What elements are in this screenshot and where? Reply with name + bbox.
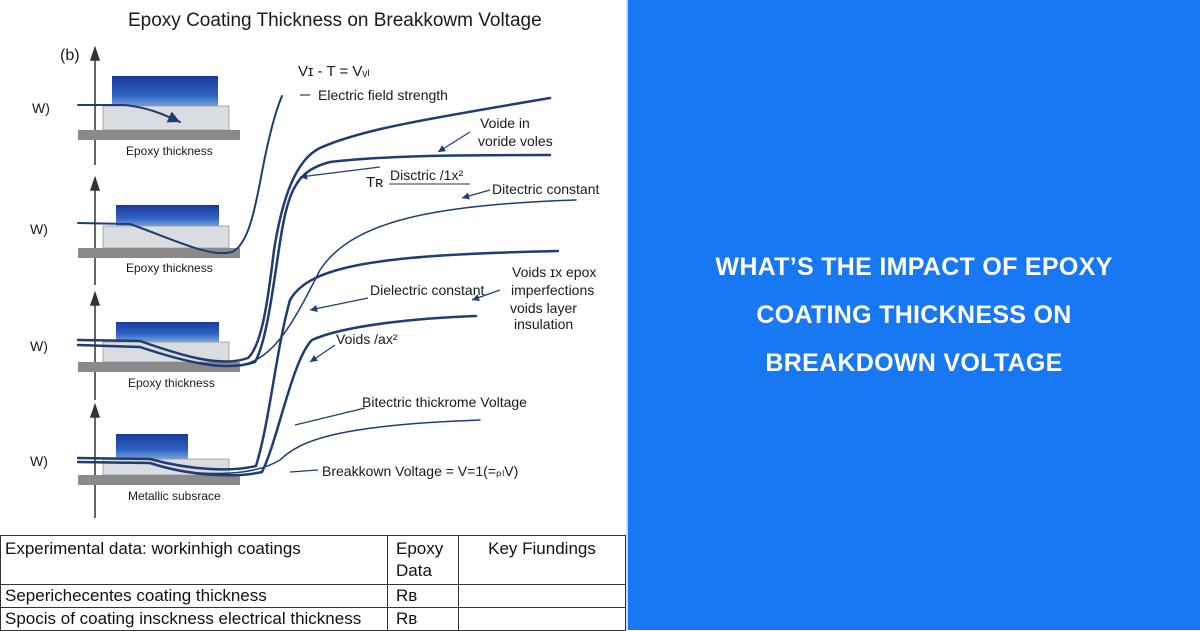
pointer-line xyxy=(461,189,491,200)
data-table: Experimental data: workinhigh coatings E… xyxy=(0,535,626,631)
table-header-row: Experimental data: workinhigh coatings E… xyxy=(0,535,626,585)
headline: WHAT’S THE IMPACT OF EPOXY COATING THICK… xyxy=(715,253,1113,377)
table-header-cell: Experimental data: workinhigh coatings xyxy=(0,535,388,585)
axis-label: W) xyxy=(32,100,50,116)
curve-voids xyxy=(76,96,552,363)
epoxy-block xyxy=(116,322,219,342)
table-cell: Spocis of coating insckness electrical t… xyxy=(0,607,388,631)
bitectric-label: Bitectric thickrome Voltage xyxy=(362,394,527,410)
curve-field-strength xyxy=(77,95,283,255)
figure-panel: Epoxy Coating Thickness on Breakkowm Vol… xyxy=(0,0,628,631)
headline-panel: WHAT’S THE IMPACT OF EPOXY COATING THICK… xyxy=(628,0,1200,630)
axis-arrow xyxy=(89,290,101,306)
pointers xyxy=(289,94,501,473)
layer-label: Epoxy thickness xyxy=(128,376,215,390)
curve-dielectric-2 xyxy=(76,249,560,471)
pointer-line xyxy=(294,407,366,426)
layer-label: Metallic subsrace xyxy=(128,489,221,503)
ditectric-label: Ditectric constant xyxy=(492,181,599,197)
table-row: Spocis of coating insckness electrical t… xyxy=(0,607,626,631)
voride-label: voride voles xyxy=(478,133,553,149)
pointer-line xyxy=(299,166,381,180)
table-cell: Rʙ xyxy=(387,607,459,631)
voids-in-label: Voide in xyxy=(480,115,530,131)
axis-arrow xyxy=(89,175,101,191)
curve-breakdown xyxy=(76,314,478,477)
voids-epox-label: imperfections xyxy=(511,282,594,298)
curve-voride xyxy=(76,153,552,368)
table-header-cell: Epoxy Data xyxy=(387,535,459,585)
axes xyxy=(89,45,101,518)
layer-label: Epoxy thickness xyxy=(126,261,213,275)
axis-label: W) xyxy=(30,221,48,237)
table-cell: Rʙ xyxy=(387,584,459,608)
axis-label: W) xyxy=(30,453,48,469)
substrate-layer xyxy=(78,130,240,140)
voids-epox-label: voids layer xyxy=(510,300,577,316)
voids-ax-label: Voids /ax² xyxy=(336,331,398,347)
layer-stack-2 xyxy=(78,205,240,258)
layer-label: Epoxy thickness xyxy=(126,144,213,158)
axis-arrow xyxy=(89,45,101,61)
formula-label: Vɪ - T = Vᵥₗ xyxy=(298,63,370,80)
table-row: Seperichecentes coating thickness Rʙ xyxy=(0,584,626,608)
axis-arrow xyxy=(89,402,101,418)
table-cell xyxy=(458,607,626,631)
pointer-line xyxy=(309,344,336,363)
coating-layer xyxy=(102,341,230,363)
substrate-layer xyxy=(78,248,240,258)
curves xyxy=(76,95,577,477)
table-cell xyxy=(458,584,626,608)
curve-dielectric-1 xyxy=(231,199,577,367)
epoxy-block xyxy=(116,205,219,227)
substrate-layer xyxy=(78,362,240,372)
tr-label: Tʀ xyxy=(366,174,383,191)
curve-breakdown-low xyxy=(184,419,481,475)
breakdown-label: Breakkown Voltage = V=1(=ₚₗV) xyxy=(322,463,518,479)
epoxy-block xyxy=(116,434,188,460)
voids-epox-label: insulation xyxy=(514,316,573,332)
substrate-layer xyxy=(78,475,240,485)
pointer-line xyxy=(289,469,319,473)
axis-label: W) xyxy=(30,338,48,354)
disctric-label: Disctric /1x² xyxy=(390,167,463,183)
coating-layer xyxy=(102,105,230,131)
pointer-line xyxy=(437,131,471,153)
panel-label: (b) xyxy=(60,47,80,64)
table-header-cell: Key Fiundings xyxy=(458,535,626,585)
dielectric-label: Dielectric constant xyxy=(370,282,484,298)
pointer-line xyxy=(309,297,369,313)
diagram: Epoxy Coating Thickness on Breakkowm Vol… xyxy=(30,10,599,518)
table-cell: Seperichecentes coating thickness xyxy=(0,584,388,608)
epoxy-block xyxy=(112,76,218,108)
voids-epox-label: Voids ɪx epox xyxy=(512,264,596,280)
layer-stack-1 xyxy=(78,76,240,140)
pointer-line xyxy=(471,289,501,301)
electric-field-label: Electric field strength xyxy=(318,87,448,103)
figure-title: Epoxy Coating Thickness on Breakkowm Vol… xyxy=(128,10,542,31)
curve-short xyxy=(77,104,181,123)
